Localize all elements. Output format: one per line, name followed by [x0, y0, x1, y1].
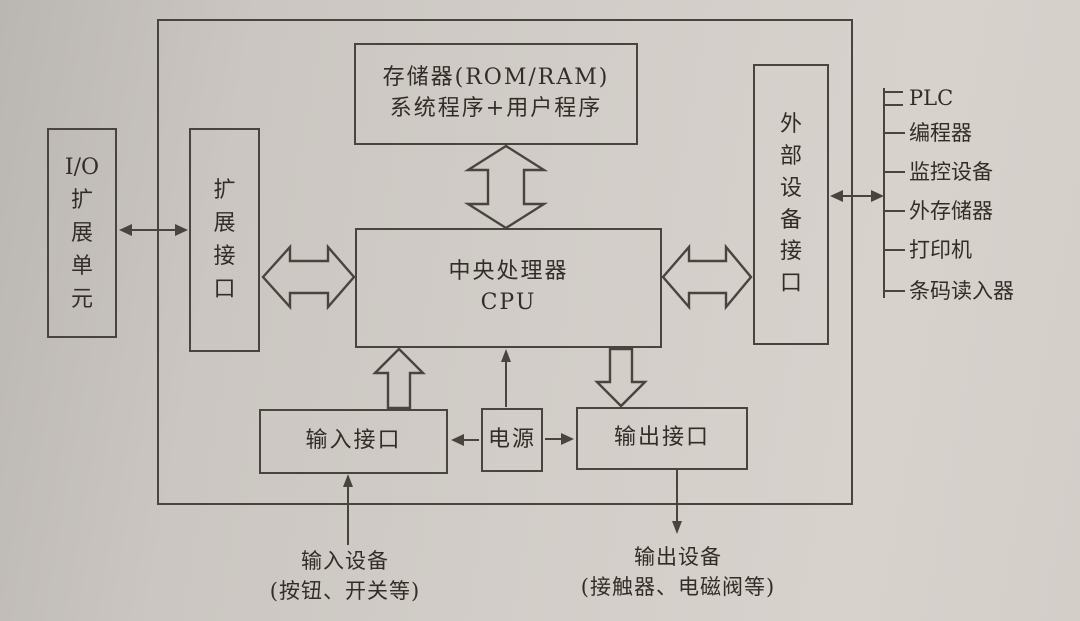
output-interface-box: 输出接口 [576, 407, 748, 470]
memory-box: 存储器(ROM/RAM) 系统程序+用户程序 [354, 43, 638, 145]
external-device-interface-label: 外 部 设 备 接 口 [779, 111, 802, 297]
memory-label: 存储器(ROM/RAM) 系统程序+用户程序 [382, 65, 610, 121]
device-label-monitor: 监控设备 [909, 160, 993, 184]
device-label-plc: PLC [909, 86, 954, 110]
device-label-barcode-reader: 条码读入器 [909, 279, 1014, 303]
device-label-programmer: 编程器 [909, 121, 972, 145]
input-devices-caption: 输入设备 (按钮、开关等) [269, 549, 421, 603]
output-interface-label: 输出接口 [613, 425, 710, 451]
io-expansion-unit-label: I/O 扩 展 单 元 [64, 154, 100, 312]
power-label: 电源 [487, 426, 536, 452]
device-label-ext-storage: 外存储器 [909, 199, 993, 223]
expansion-interface-box: 扩 展 接 口 [189, 128, 260, 352]
plc-main-unit-frame [157, 19, 853, 505]
input-interface-box: 输入接口 [259, 409, 448, 474]
device-label-printer: 打印机 [909, 238, 972, 262]
io-expansion-unit-box: I/O 扩 展 单 元 [47, 128, 117, 338]
input-interface-label: 输入接口 [305, 428, 402, 454]
power-box: 电源 [481, 408, 543, 472]
cpu-label: 中央处理器 CPU [448, 259, 569, 315]
external-device-bus [883, 88, 905, 298]
output-devices-caption: 输出设备 (接触器、电磁阀等) [580, 545, 776, 599]
expansion-interface-label: 扩 展 接 口 [213, 178, 236, 302]
external-device-interface-box: 外 部 设 备 接 口 [753, 64, 829, 345]
cpu-box: 中央处理器 CPU [355, 228, 662, 348]
